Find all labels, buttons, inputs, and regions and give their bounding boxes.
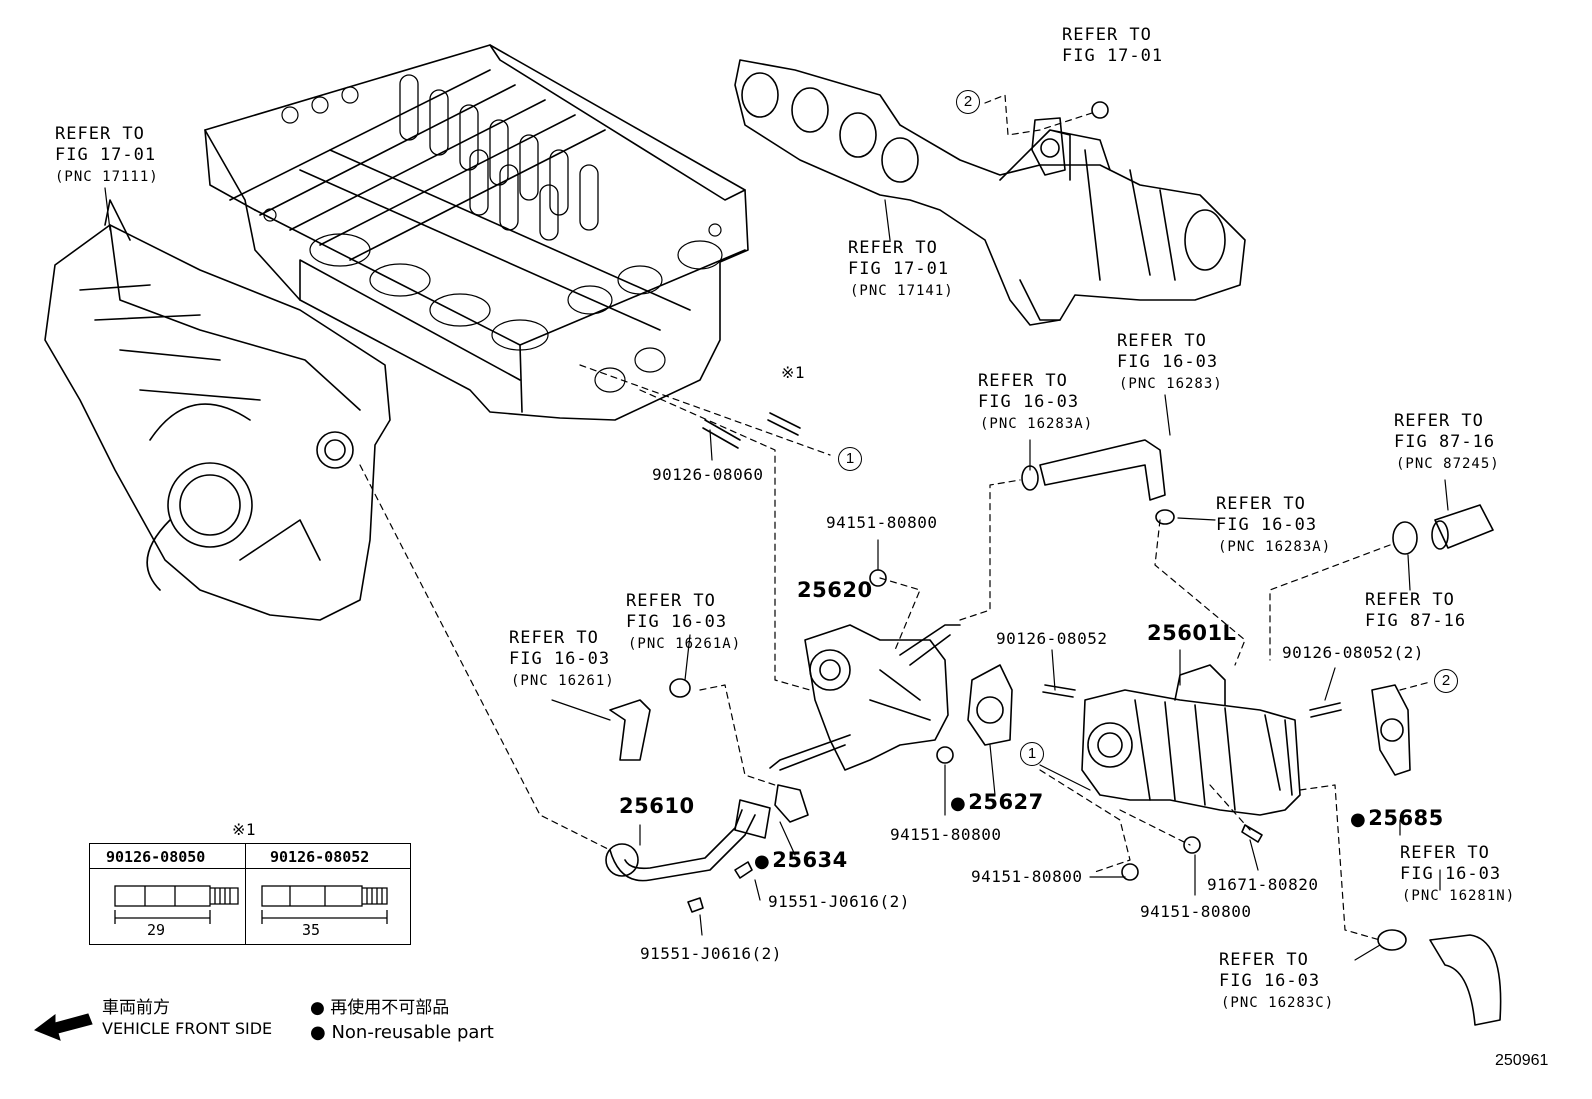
ref-hose-16281n-l1: REFER TO <box>1400 843 1490 863</box>
exhaust-manifold-illustration <box>734 59 1246 326</box>
ref-hose-87245-l1: REFER TO <box>1394 411 1484 431</box>
ref-head-top-l1: REFER TO <box>1062 25 1152 45</box>
legend-dot-icon-1: ● <box>310 998 325 1018</box>
part-90126-08060: 90126-08060 <box>652 465 764 484</box>
part-90126-08052-2: 90126-08052(2) <box>1282 643 1424 662</box>
part-91551-j0616-left: 91551-J0616(2) <box>640 944 782 963</box>
gaskets-illustration <box>774 117 1411 823</box>
ref-clamp-16261a-l1: REFER TO <box>626 591 716 611</box>
ref-clamp-16261a-l2: FIG 16-03 <box>626 612 728 632</box>
ref-clamp-right-l1: REFER TO <box>1216 494 1306 514</box>
ref-hose-16281n-l2: FIG 16-03 <box>1400 864 1502 884</box>
marker-1-top: 1 <box>838 447 862 471</box>
ref-hose-87245-pnc: (PNC 87245) <box>1396 456 1500 472</box>
stud-table-drawings <box>114 885 388 924</box>
note-mark-1: ※1 <box>781 363 806 382</box>
part-25620: 25620 <box>797 578 873 602</box>
part-25610: 25610 <box>619 794 695 818</box>
ref-intake-pnc: (PNC 17111) <box>55 169 159 185</box>
legend-dot-icon-2: ● <box>310 1022 326 1043</box>
ref-clamp-16283c-pnc: (PNC 16283C) <box>1221 995 1335 1011</box>
ref-clamp-16261a-pnc: (PNC 16261A) <box>628 636 742 652</box>
ref-intake-l1: REFER TO <box>55 124 145 144</box>
part-91551-j0616-right: 91551-J0616(2) <box>768 892 910 911</box>
ref-hose-16283-pnc: (PNC 16283) <box>1119 376 1223 392</box>
legend-nonreuse-en-text: Non-reusable part <box>331 1022 494 1043</box>
ref-clamp-8716-l1: REFER TO <box>1365 590 1455 610</box>
part-90126-08052: 90126-08052 <box>996 629 1108 648</box>
part-25601l: 25601L <box>1147 621 1237 645</box>
legend-nonreuse-jp: ● 再使用不可部品 <box>310 1000 449 1017</box>
ref-clamp-8716-l2: FIG 87-16 <box>1365 611 1467 631</box>
cylinder-head-illustration <box>204 44 749 421</box>
ref-exhaust-l1: REFER TO <box>848 238 938 258</box>
dashed-connection-lines <box>359 94 1431 941</box>
ref-exhaust-pnc: (PNC 17141) <box>850 283 954 299</box>
marker-2-top: 2 <box>956 90 980 114</box>
ref-intake-l2: FIG 17-01 <box>55 145 157 165</box>
front-arrow-icon <box>33 1013 93 1041</box>
ref-clamp-16283c-l1: REFER TO <box>1219 950 1309 970</box>
ref-exhaust-l2: FIG 17-01 <box>848 259 950 279</box>
ref-hose-16283-l1: REFER TO <box>1117 331 1207 351</box>
intake-manifold-illustration <box>44 199 391 621</box>
table-col1-header: 90126-08050 <box>106 848 206 866</box>
legend-front-en: VEHICLE FRONT SIDE <box>102 1019 273 1038</box>
table-mark: ※1 <box>232 820 257 839</box>
marker-2-right: 2 <box>1434 669 1458 693</box>
fasteners-illustration <box>687 101 1342 913</box>
ref-hose-16281n-pnc: (PNC 16281N) <box>1402 888 1516 904</box>
part-91671-80820: 91671-80820 <box>1207 875 1319 894</box>
ref-clamp-16283a-pnc: (PNC 16283A) <box>980 416 1094 432</box>
ref-clamp-right-l2: FIG 16-03 <box>1216 515 1318 535</box>
part-25685: 25685 <box>1350 808 1444 829</box>
legend-nonreuse-jp-text: 再使用不可部品 <box>330 998 450 1018</box>
ref-clamp-16283a-l2: FIG 16-03 <box>978 392 1080 412</box>
part-94151-80800-bottom: 94151-80800 <box>1140 902 1252 921</box>
part-25627: 25627 <box>950 792 1044 813</box>
ref-hose-87245-l2: FIG 87-16 <box>1394 432 1496 452</box>
ref-hose-16261-l1: REFER TO <box>509 628 599 648</box>
hoses-and-clamps-illustration <box>609 439 1502 1026</box>
leader-lines <box>104 187 1449 961</box>
ref-clamp-16283c-l2: FIG 16-03 <box>1219 971 1321 991</box>
ref-clamp-16283a-l1: REFER TO <box>978 371 1068 391</box>
marker-1-cooler: 1 <box>1020 742 1044 766</box>
table-dim-35: 35 <box>302 921 321 939</box>
part-94151-80800-top: 94151-80800 <box>826 513 938 532</box>
legend-nonreuse-en: ● Non-reusable part <box>310 1024 494 1042</box>
egr-pipe-illustration <box>605 799 771 882</box>
ref-head-top-l2: FIG 17-01 <box>1062 46 1164 66</box>
ref-hose-16261-l2: FIG 16-03 <box>509 649 611 669</box>
image-id: 250961 <box>1495 1052 1549 1069</box>
part-94151-80800-left: 94151-80800 <box>971 867 1083 886</box>
stud-table: 90126-08050 90126-08052 29 35 <box>89 843 411 945</box>
table-dim-29: 29 <box>147 921 166 939</box>
part-25634: 25634 <box>754 850 848 871</box>
part-94151-80800-mid: 94151-80800 <box>890 825 1002 844</box>
ref-clamp-right-pnc: (PNC 16283A) <box>1218 539 1332 555</box>
egr-valve-illustration <box>769 624 961 771</box>
ref-hose-16283-l2: FIG 16-03 <box>1117 352 1219 372</box>
legend-front-jp: 車両前方 <box>102 998 170 1018</box>
table-col2-header: 90126-08052 <box>270 848 370 866</box>
ref-hose-16261-pnc: (PNC 16261) <box>511 673 615 689</box>
egr-cooler-illustration <box>1081 664 1301 816</box>
